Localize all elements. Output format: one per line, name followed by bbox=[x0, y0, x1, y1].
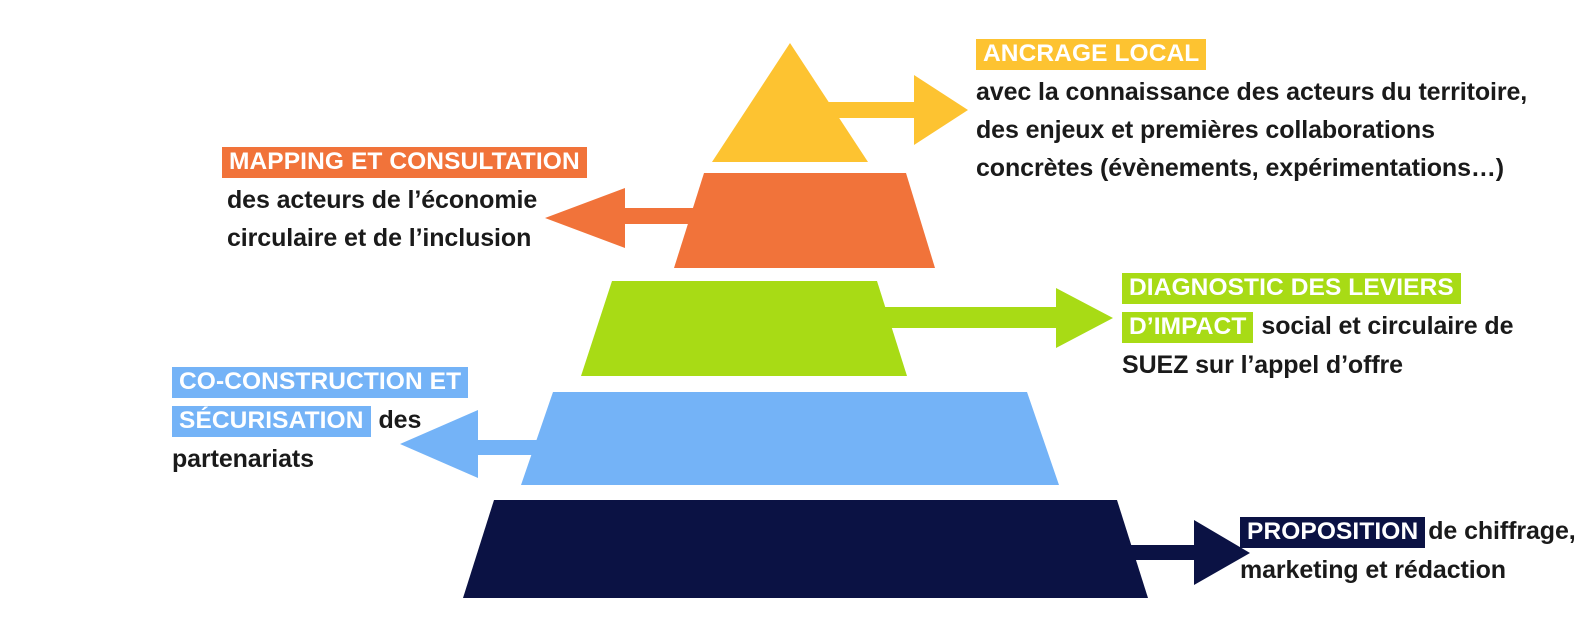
callout-diagnostic-body-line-1: social et circulaire de bbox=[1261, 312, 1514, 340]
callout-ancrage-local-body-line-2: des enjeux et premières collaborations bbox=[976, 116, 1435, 144]
arrow-right-green bbox=[866, 288, 1113, 348]
tier-shape-co-construction-et-securisation bbox=[400, 392, 1059, 485]
callout-co-construction-body-line-1: des bbox=[378, 406, 422, 434]
heading-highlight-line-1: CO-CONSTRUCTION ET bbox=[172, 367, 469, 398]
callout-ancrage-local: ANCRAGE LOCAL avec la connaissance des a… bbox=[976, 34, 1528, 187]
heading-highlight: MAPPING ET CONSULTATION bbox=[222, 147, 587, 178]
heading-highlight: PROPOSITION bbox=[1240, 517, 1426, 548]
heading-highlight-line-2: D’IMPACT bbox=[1122, 312, 1254, 343]
arrow-left-blue bbox=[400, 410, 566, 478]
tier-shape-diagnostic-des-leviers bbox=[581, 281, 1113, 376]
arrow-left-orange bbox=[545, 188, 716, 248]
heading-highlight-line-1: DIAGNOSTIC DES LEVIERS bbox=[1122, 273, 1461, 304]
tier-mapping-et-consultation-trapezoid bbox=[674, 173, 935, 268]
callout-ancrage-local-heading: ANCRAGE LOCAL bbox=[976, 34, 1521, 73]
callout-proposition-body-line-2: marketing et rédaction bbox=[1240, 556, 1506, 584]
callout-diagnostic-heading-line-1: DIAGNOSTIC DES LEVIERS bbox=[1122, 268, 1522, 307]
callout-co-construction-body-line-2: partenariats bbox=[172, 445, 314, 473]
tier-proposition-trapezoid bbox=[463, 500, 1148, 598]
tier-shape-proposition bbox=[463, 500, 1250, 598]
heading-highlight-line-2: SÉCURISATION bbox=[172, 406, 371, 437]
heading-highlight: ANCRAGE LOCAL bbox=[976, 39, 1207, 70]
callout-mapping-et-consultation: MAPPING ET CONSULTATION des acteurs de l… bbox=[222, 142, 587, 257]
callout-diagnostic-body-line-2: SUEZ sur l’appel d’offre bbox=[1122, 351, 1403, 379]
callout-ancrage-local-body-line-1: avec la connaissance des acteurs du terr… bbox=[976, 78, 1528, 106]
callout-mapping-body-line-1: des acteurs de l’économie bbox=[227, 186, 538, 214]
tier-shape-mapping-et-consultation bbox=[545, 173, 935, 268]
arrow-right-navy bbox=[1100, 520, 1250, 585]
callout-proposition-body-line-1: de chiffrage, bbox=[1428, 517, 1576, 545]
callout-co-construction-heading-line-1: CO-CONSTRUCTION ET bbox=[172, 362, 472, 401]
callout-mapping-body-line-2: circulaire et de l’inclusion bbox=[227, 224, 532, 252]
callout-mapping-heading: MAPPING ET CONSULTATION bbox=[222, 142, 587, 181]
tier-diagnostic-des-leviers-trapezoid bbox=[581, 281, 907, 376]
tier-shape-ancrage-local bbox=[712, 43, 968, 162]
arrow-right-yellow bbox=[828, 75, 968, 145]
tier-co-construction-trapezoid bbox=[521, 392, 1059, 485]
callout-ancrage-local-body-line-3: concrètes (évènements, expérimentations…… bbox=[976, 154, 1505, 182]
tier-ancrage-local-triangle bbox=[712, 43, 868, 162]
